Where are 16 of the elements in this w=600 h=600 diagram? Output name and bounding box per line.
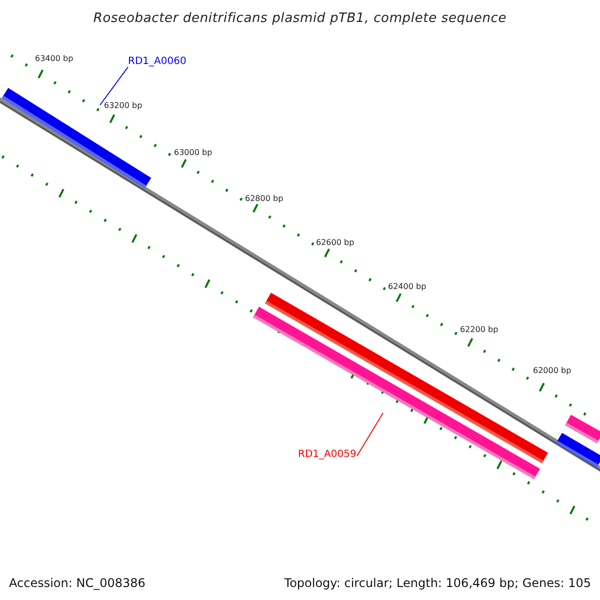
sequence-info-text: Topology: circular; Length: 106,469 bp; Genes: 105 [284,575,591,592]
position-label: 62000 bp [533,366,572,376]
gene-label: RD1_A0060 [128,56,186,68]
position-label: 63200 bp [104,101,142,111]
gene-label: RD1_A0059 [298,449,356,461]
title: Roseobacter denitrificans plasmid pTB1, complete sequence [92,10,508,28]
position-label: 63000 bp [174,148,212,158]
leader-line [356,412,384,456]
position-label: 62400 bp [388,282,426,292]
leader-line [100,66,128,106]
position-label: 62200 bp [460,325,498,335]
accession-text: Accession: NC_008386 [9,575,146,592]
position-label: 62800 bp [245,194,284,204]
position-label: 62600 bp [316,238,354,248]
position-label: 63400 bp [35,54,74,64]
gene-bar [556,432,600,468]
